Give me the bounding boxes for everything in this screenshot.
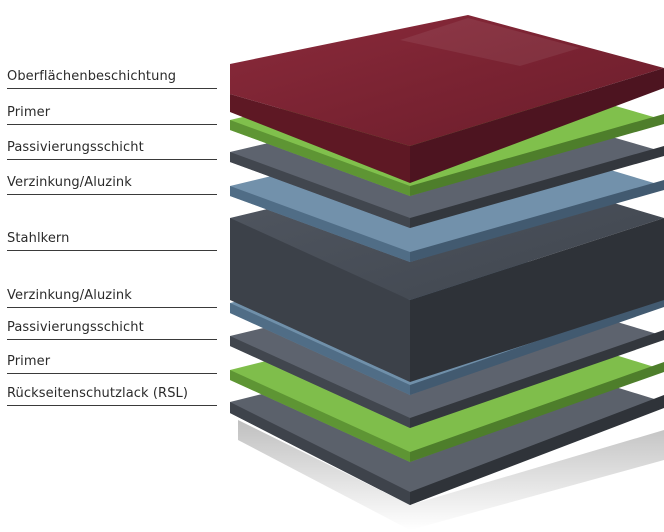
leader-line (7, 405, 217, 406)
label-stahlkern: Stahlkern (7, 231, 70, 246)
stack-shadow (238, 420, 664, 530)
label-passivierungsschicht-top: Passivierungsschicht (7, 140, 144, 155)
leader-line (7, 373, 217, 374)
leader-line (7, 124, 217, 125)
label-primer-top: Primer (7, 105, 51, 120)
label-verzinkung-bottom: Verzinkung/Aluzink (7, 288, 132, 303)
layer-coating (230, 15, 664, 183)
label-verzinkung-top: Verzinkung/Aluzink (7, 175, 132, 190)
leader-line (7, 159, 217, 160)
leader-line (7, 250, 217, 251)
leader-line (7, 339, 217, 340)
label-oberflaechenbeschichtung: Oberflächenbeschichtung (7, 69, 177, 84)
leader-line (7, 88, 217, 89)
leader-line (7, 194, 217, 195)
leader-line (7, 307, 217, 308)
label-rueckseitenschutzlack: Rückseitenschutzlack (RSL) (7, 386, 189, 401)
label-passivierungsschicht-bottom: Passivierungsschicht (7, 320, 144, 335)
label-primer-bottom: Primer (7, 354, 51, 369)
